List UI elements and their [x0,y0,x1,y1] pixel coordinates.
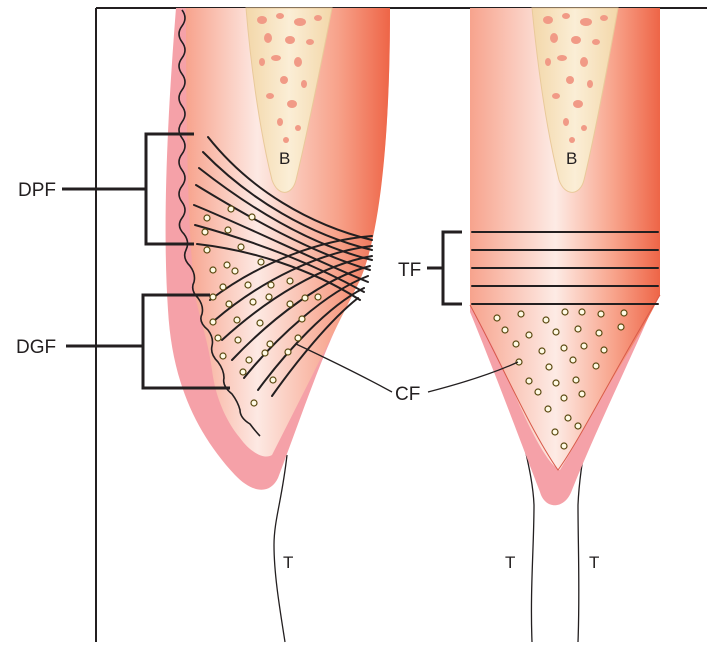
cf-label: CF [395,384,420,405]
bone-label-right: B [566,149,577,168]
tooth-label-left: T [283,553,293,572]
dgf-label: DGF [16,337,56,358]
tooth-label-right: T [589,553,599,572]
tf-bracket [427,232,462,304]
dpf-label: DPF [18,180,56,201]
tf-label: TF [398,260,421,281]
left-section: B [16,8,390,642]
tooth-label-mid: T [505,553,515,572]
tooth-surface-left [274,455,287,642]
bone-label-left: B [279,149,290,168]
right-section: B [398,8,660,642]
